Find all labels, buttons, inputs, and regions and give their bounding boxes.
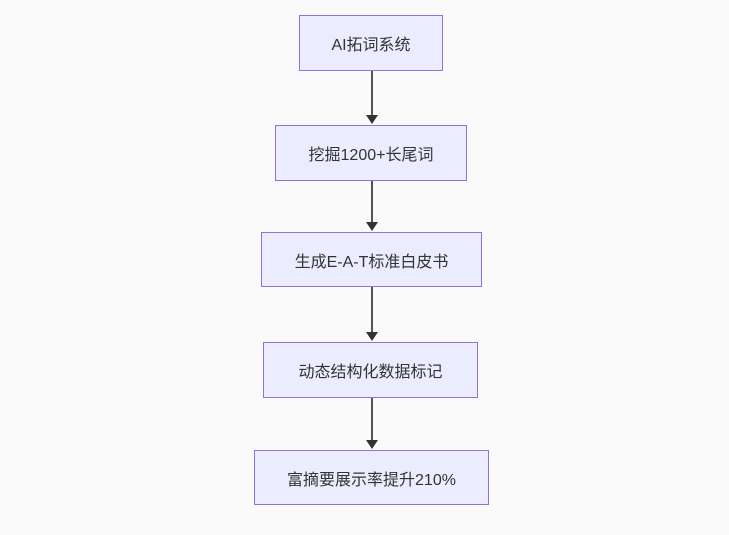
flow-node-ai-keyword-system: AI拓词系统 [299, 15, 443, 71]
flow-node-longtail-mining: 挖掘1200+长尾词 [275, 125, 467, 181]
arrowhead-icon [365, 332, 378, 341]
arrow-line [370, 181, 373, 224]
flow-node-eat-whitepaper: 生成E-A-T标准白皮书 [261, 232, 482, 287]
flow-node-structured-data: 动态结构化数据标记 [263, 342, 478, 398]
flow-arrow [365, 181, 378, 231]
flow-arrow [365, 398, 378, 449]
flow-node-label: 挖掘1200+长尾词 [308, 147, 434, 164]
arrowhead-icon [365, 222, 378, 231]
flow-node-label: 动态结构化数据标记 [298, 364, 443, 381]
flow-node-label: 富摘要展示率提升210% [287, 471, 456, 489]
flow-arrow [365, 287, 378, 341]
arrow-line [370, 398, 373, 442]
flow-arrow [365, 71, 378, 124]
flow-node-label: 生成E-A-T标准白皮书 [294, 253, 449, 271]
arrowhead-icon [365, 440, 378, 449]
flow-node-rich-snippet-result: 富摘要展示率提升210% [254, 450, 489, 505]
arrow-line [370, 287, 373, 334]
arrowhead-icon [365, 115, 378, 124]
flow-node-label: AI拓词系统 [331, 37, 411, 54]
arrow-line [370, 71, 373, 117]
